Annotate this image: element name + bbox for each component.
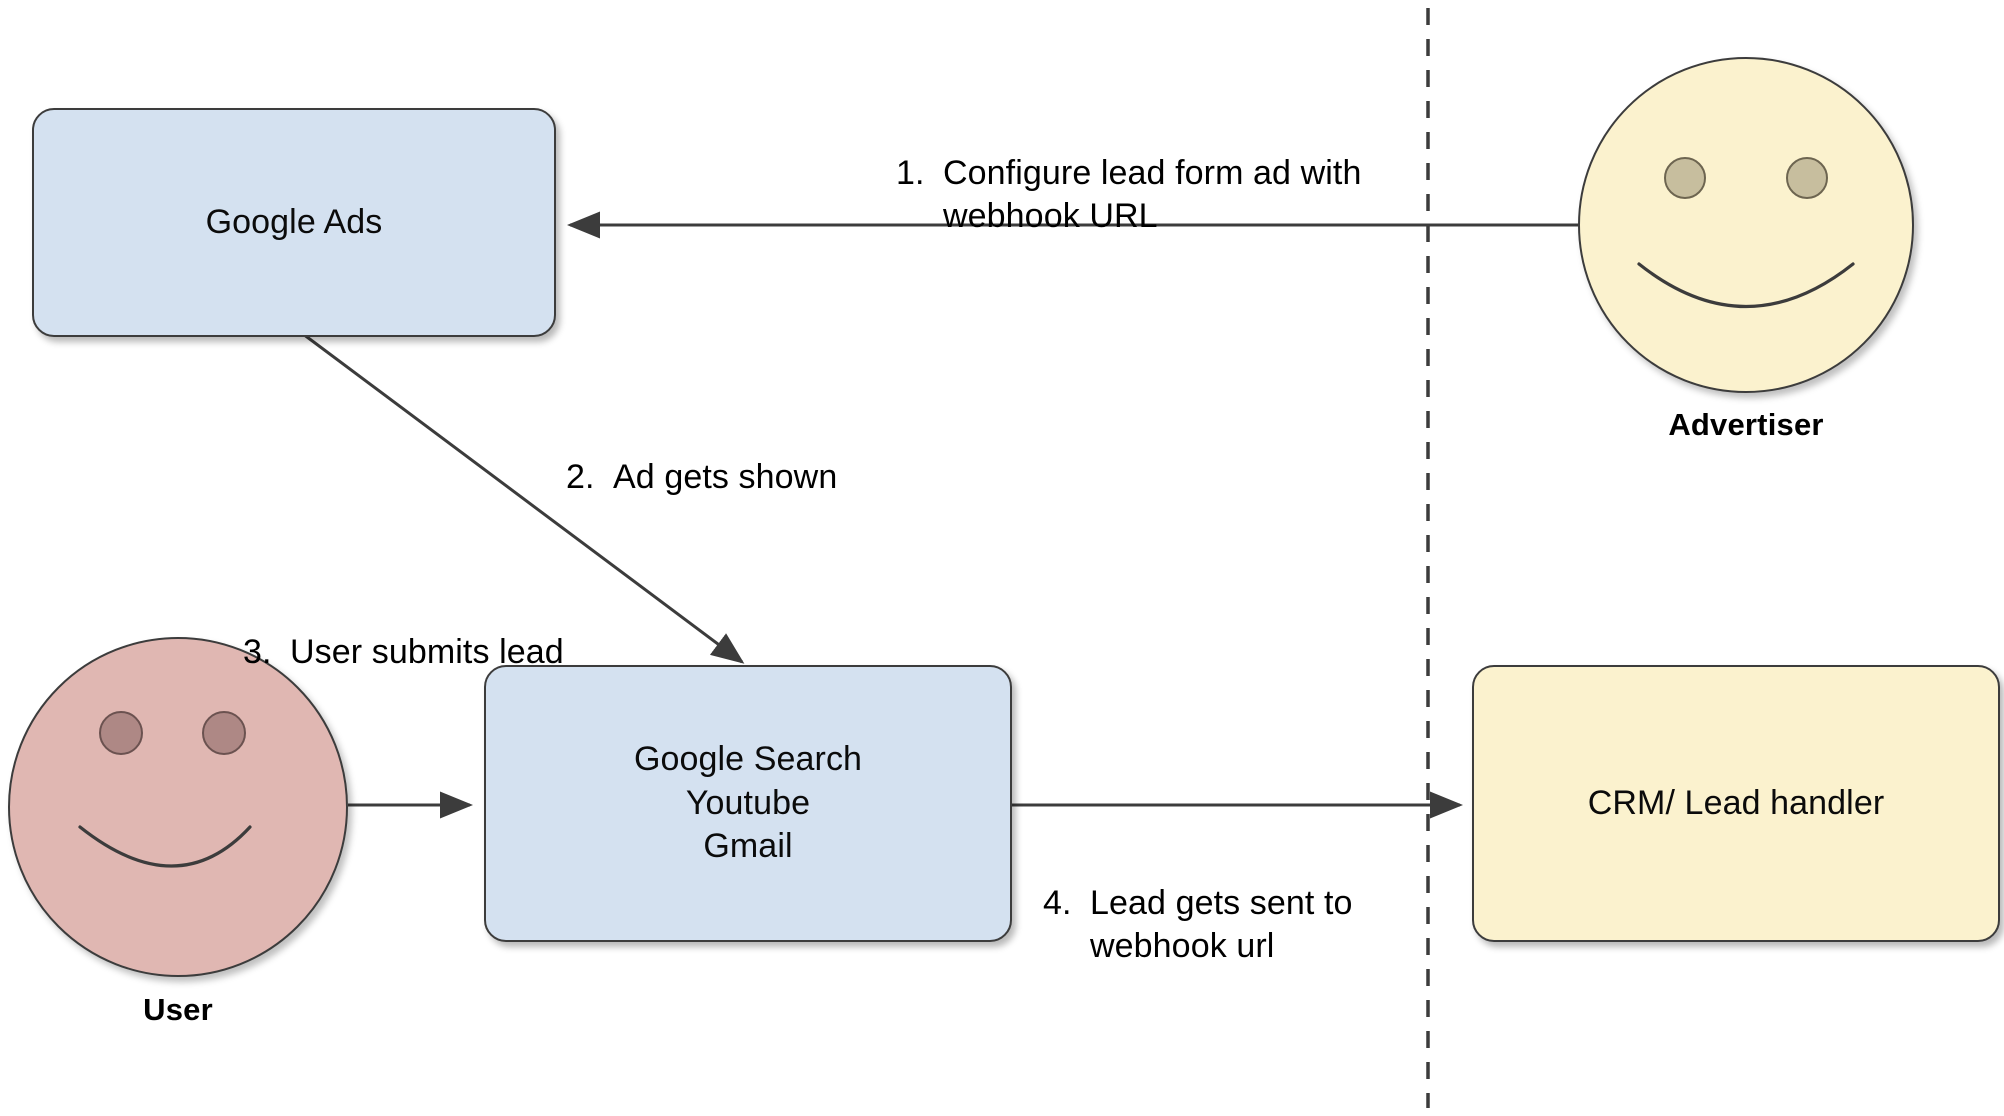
arrow-google-ads-to-surfaces	[302, 332, 745, 664]
actor-user[interactable]: User	[8, 637, 348, 1027]
node-google-surfaces-line-1: Google Search	[633, 740, 863, 779]
step-label-2: 2. Ad gets shown	[566, 412, 986, 499]
step-label-2-text: Ad gets shown	[613, 457, 838, 496]
node-crm-lead-handler[interactable]: CRM/ Lead handler	[1472, 665, 2000, 942]
step-label-4-number: 4.	[1043, 883, 1072, 922]
user-right-eye-icon	[202, 711, 246, 755]
advertiser-left-eye-icon	[1664, 157, 1706, 199]
step-label-4: 4. Lead gets sent to webhook url	[1043, 838, 1443, 969]
node-google-ads-label: Google Ads	[205, 202, 383, 241]
advertiser-smile-icon	[1637, 262, 1855, 309]
step-label-2-number: 2.	[566, 457, 595, 496]
user-left-eye-icon	[99, 711, 143, 755]
node-google-surfaces-line-2: Youtube	[685, 783, 811, 822]
node-crm-lead-handler-label: CRM/ Lead handler	[1587, 783, 1885, 822]
step-label-3-text: User submits lead	[290, 632, 564, 671]
node-google-ads[interactable]: Google Ads	[32, 108, 556, 337]
node-google-surfaces[interactable]: Google Search Youtube Gmail	[484, 665, 1012, 942]
actor-user-caption: User	[143, 992, 213, 1027]
step-label-3-number: 3.	[243, 632, 272, 671]
step-label-3: 3. User submits lead	[243, 587, 663, 674]
advertiser-right-eye-icon	[1786, 157, 1828, 199]
step-label-1: 1. Configure lead form ad with webhook UR…	[896, 108, 1416, 239]
advertiser-face-circle	[1578, 57, 1914, 393]
user-smile-icon	[78, 825, 252, 868]
actor-advertiser[interactable]: Advertiser	[1578, 57, 1914, 442]
step-label-1-text: Configure lead form ad with webhook URL	[943, 153, 1362, 236]
user-face-circle	[8, 637, 348, 977]
step-label-1-number: 1.	[896, 153, 925, 192]
actor-advertiser-caption: Advertiser	[1668, 407, 1824, 442]
step-label-4-text: Lead gets sent to webhook url	[1090, 883, 1353, 966]
node-google-surfaces-line-3: Gmail	[703, 827, 793, 866]
